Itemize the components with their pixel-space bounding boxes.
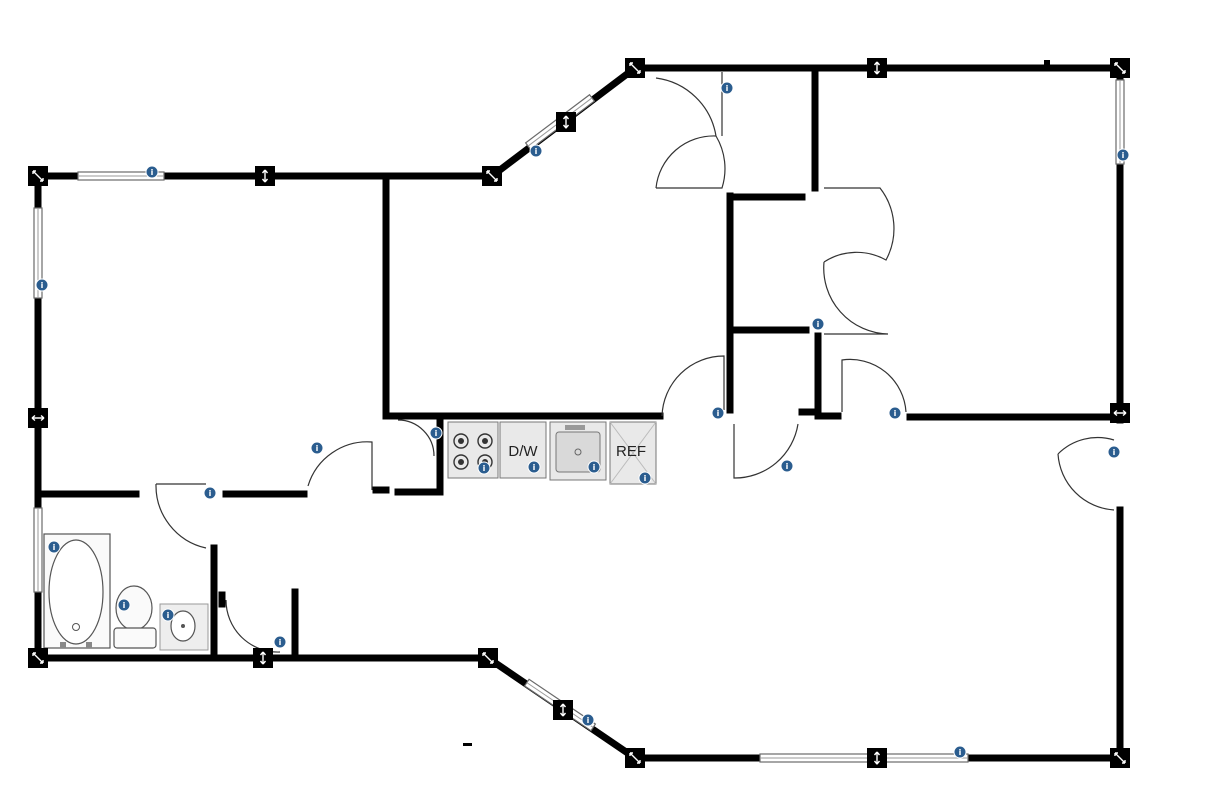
info-marker-glyph: i [279, 638, 282, 647]
exterior-wall-south [34, 654, 1124, 762]
wall-handle-5[interactable] [1110, 58, 1130, 78]
info-marker-19[interactable]: i [161, 608, 175, 622]
wall-handle-2[interactable] [482, 166, 502, 186]
info-marker-glyph: i [533, 463, 536, 472]
bathroom-fixtures [43, 533, 209, 651]
info-marker-9[interactable]: i [711, 406, 725, 420]
wall-handles [28, 58, 1130, 768]
info-marker-glyph: i [483, 464, 486, 473]
wall-handle-1[interactable] [255, 166, 275, 186]
exterior-wall-north-left [34, 64, 1124, 180]
info-marker-glyph: i [535, 147, 538, 156]
wall-handle-12[interactable] [867, 748, 887, 768]
info-marker-0[interactable]: i [145, 165, 159, 179]
door-hall-west [661, 355, 725, 417]
info-marker-21[interactable]: i [581, 713, 595, 727]
info-marker-glyph: i [786, 462, 789, 471]
kitchen-appliances: D/W REF [447, 421, 657, 485]
info-marker-glyph: i [123, 601, 126, 610]
door-hall-closet [733, 423, 799, 479]
stray-mark [463, 743, 472, 746]
info-marker-glyph: i [151, 168, 154, 177]
wall-handle-8[interactable] [28, 648, 48, 668]
info-marker-glyph: i [435, 429, 438, 438]
info-marker-15[interactable]: i [587, 460, 601, 474]
door-bedroom2 [841, 358, 907, 413]
info-marker-6[interactable]: i [429, 426, 443, 440]
wall-handle-3[interactable] [625, 58, 645, 78]
info-marker-22[interactable]: i [953, 745, 967, 759]
info-marker-glyph: i [53, 543, 56, 552]
wall-handle-10[interactable] [478, 648, 498, 668]
info-marker-glyph: i [1122, 151, 1125, 160]
info-marker-glyph: i [209, 489, 212, 498]
info-marker-8[interactable]: i [203, 486, 217, 500]
info-marker-glyph: i [316, 444, 319, 453]
info-marker-3[interactable]: i [720, 81, 734, 95]
info-marker-glyph: i [41, 281, 44, 290]
info-marker-glyph: i [894, 409, 897, 418]
refrigerator-label: REF [616, 443, 646, 460]
info-marker-14[interactable]: i [527, 460, 541, 474]
info-marker-11[interactable]: i [888, 406, 902, 420]
info-marker-2[interactable]: i [529, 144, 543, 158]
info-marker-16[interactable]: i [638, 471, 652, 485]
wall-notch [1044, 60, 1050, 66]
window-south [759, 753, 969, 763]
info-marker-12[interactable]: i [1107, 445, 1121, 459]
wall-handle-13[interactable] [1110, 748, 1130, 768]
info-marker-1[interactable]: i [35, 278, 49, 292]
toilet [113, 585, 157, 649]
door-double-east [823, 187, 895, 335]
info-marker-13[interactable]: i [477, 461, 491, 475]
info-marker-10[interactable]: i [780, 459, 794, 473]
info-marker-7[interactable]: i [310, 441, 324, 455]
wall-handle-14[interactable] [556, 112, 576, 132]
info-marker-17[interactable]: i [47, 540, 61, 554]
info-marker-20[interactable]: i [273, 635, 287, 649]
info-marker-glyph: i [1113, 448, 1116, 457]
info-marker-glyph: i [167, 611, 170, 620]
info-marker-glyph: i [587, 716, 590, 725]
wall-handle-11[interactable] [625, 748, 645, 768]
wall-handle-6[interactable] [28, 408, 48, 428]
interior-walls [38, 68, 1124, 659]
wall-bedroom-divider-low [814, 332, 842, 420]
wall-handle-0[interactable] [28, 166, 48, 186]
info-marker-5[interactable]: i [811, 317, 825, 331]
door-entry [1057, 436, 1115, 511]
wall-pantry-side [394, 416, 444, 496]
dishwasher-label: D/W [508, 443, 538, 460]
info-marker-glyph: i [726, 84, 729, 93]
door-double-north [655, 77, 726, 189]
door-bedroom1 [307, 441, 373, 490]
info-marker-glyph: i [717, 409, 720, 418]
wall-handle-9[interactable] [253, 648, 273, 668]
range [447, 421, 499, 479]
info-marker-glyph: i [644, 474, 647, 483]
info-marker-glyph: i [959, 748, 962, 757]
wall-handle-4[interactable] [867, 58, 887, 78]
info-marker-4[interactable]: i [1116, 148, 1130, 162]
info-marker-glyph: i [817, 320, 820, 329]
bathtub [43, 533, 111, 649]
wall-handle-7[interactable] [1110, 403, 1130, 423]
door-pantry [397, 419, 435, 457]
doors [155, 72, 1115, 653]
info-markers: i i i i i i i i i i i i i i i i i i i i i i i [35, 81, 1130, 759]
window-west-bath [33, 507, 43, 593]
info-marker-glyph: i [593, 463, 596, 472]
wall-handle-15[interactable] [553, 700, 573, 720]
door-bath [155, 483, 207, 549]
door-closet [225, 599, 281, 653]
info-marker-18[interactable]: i [117, 598, 131, 612]
